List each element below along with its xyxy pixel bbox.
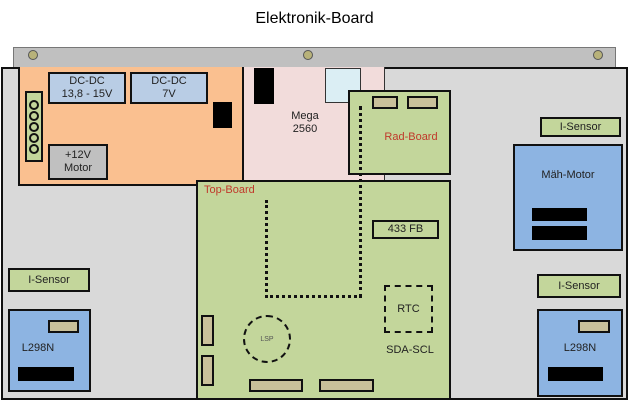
connector (319, 379, 374, 392)
mow-motor-label: Mäh-Motor (541, 168, 595, 181)
connector (201, 315, 214, 346)
connector (48, 320, 79, 333)
pin-icon (29, 121, 39, 132)
label: Motor (63, 162, 93, 174)
speaker: LSP (243, 315, 291, 363)
label: 7V (162, 88, 176, 100)
label: 13,8 - 15V (61, 88, 113, 100)
screw-icon (303, 50, 313, 60)
connector (578, 320, 610, 333)
current-sensor: I-Sensor (537, 274, 621, 298)
radio-433-module: 433 FB (372, 220, 439, 239)
power-component (213, 102, 232, 128)
i2c-label: SDA-SCL (386, 343, 434, 356)
top-board-label: Top-Board (204, 184, 255, 196)
chip (532, 208, 587, 221)
top-board (196, 180, 451, 400)
pin-icon (29, 99, 39, 110)
chip (532, 226, 587, 240)
connector (407, 96, 438, 109)
header-pins (265, 200, 268, 298)
diagram-title: Elektronik-Board (255, 9, 374, 27)
l298n-label: L298N (21, 341, 55, 354)
label: Mega (291, 110, 319, 122)
rad-board-label: Rad-Board (384, 130, 438, 143)
current-sensor: I-Sensor (540, 117, 621, 137)
header-pins (265, 295, 362, 298)
connector (372, 96, 398, 109)
pin-icon (29, 132, 39, 143)
chip (548, 367, 603, 381)
usb-connector (254, 68, 274, 104)
pin-icon (29, 143, 39, 154)
mounting-rail (13, 47, 616, 69)
connector (201, 355, 214, 386)
chip (18, 367, 74, 381)
label: 2560 (292, 123, 318, 135)
rtc-module: RTC (384, 285, 433, 333)
label: DC-DC (151, 75, 187, 87)
pin-connector (25, 91, 43, 162)
label: DC-DC (69, 75, 105, 87)
pin-icon (29, 110, 39, 121)
current-sensor: I-Sensor (8, 268, 90, 292)
header-pins (359, 106, 362, 298)
label: +12V (65, 149, 91, 161)
screw-icon (28, 50, 38, 60)
screw-icon (593, 50, 603, 60)
l298n-label: L298N (563, 341, 597, 354)
connector (249, 379, 303, 392)
